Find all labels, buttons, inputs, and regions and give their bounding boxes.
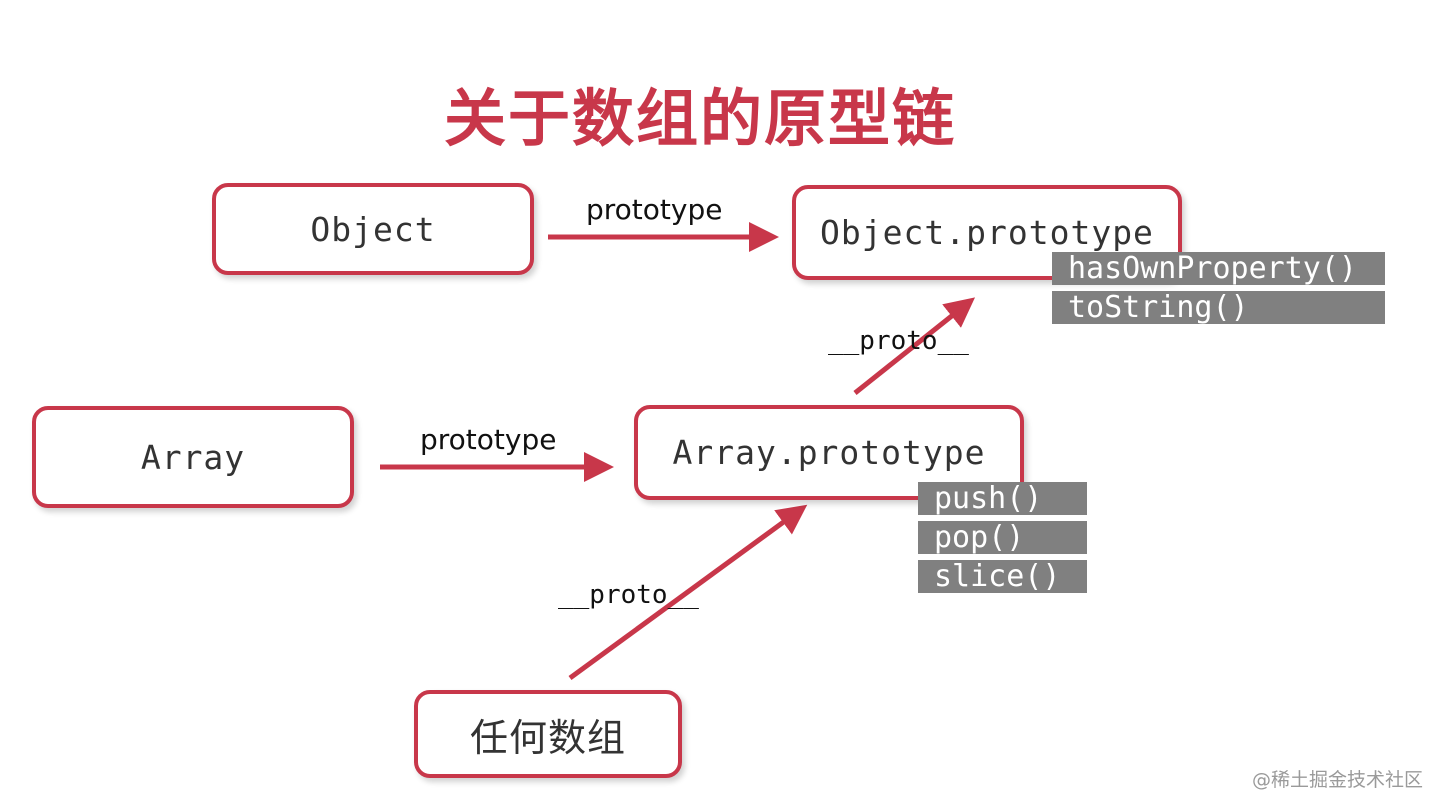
node-array: Array xyxy=(32,406,354,508)
node-object: Object xyxy=(212,183,534,275)
object-prototype-methods: hasOwnProperty() toString() xyxy=(1052,252,1385,330)
method-item: toString() xyxy=(1052,291,1385,324)
edge-label-any-array-proto: __proto__ xyxy=(558,580,699,610)
method-item: slice() xyxy=(918,560,1087,593)
node-array-prototype-label: Array.prototype xyxy=(672,433,986,472)
method-item: pop() xyxy=(918,521,1087,554)
edge-label-object-prototype: prototype xyxy=(586,193,723,226)
array-prototype-methods: push() pop() slice() xyxy=(918,482,1087,599)
node-object-label: Object xyxy=(310,209,436,249)
arrow-any-array-to-array-proto xyxy=(568,504,808,681)
arrow-array-proto-to-object-proto xyxy=(853,297,976,395)
edge-label-array-proto-proto: __proto__ xyxy=(828,326,969,356)
page-title: 关于数组的原型链 xyxy=(443,82,956,155)
method-item: hasOwnProperty() xyxy=(1052,252,1385,285)
node-any-array: 任何数组 xyxy=(414,690,682,778)
edge-label-array-prototype: prototype xyxy=(420,423,557,456)
node-array-prototype: Array.prototype xyxy=(634,405,1024,500)
method-item: push() xyxy=(918,482,1087,515)
watermark: @稀土掘金技术社区 xyxy=(1251,769,1423,791)
node-object-prototype-label: Object.prototype xyxy=(820,213,1154,252)
node-any-array-label: 任何数组 xyxy=(469,715,626,760)
node-array-label: Array xyxy=(140,437,246,477)
